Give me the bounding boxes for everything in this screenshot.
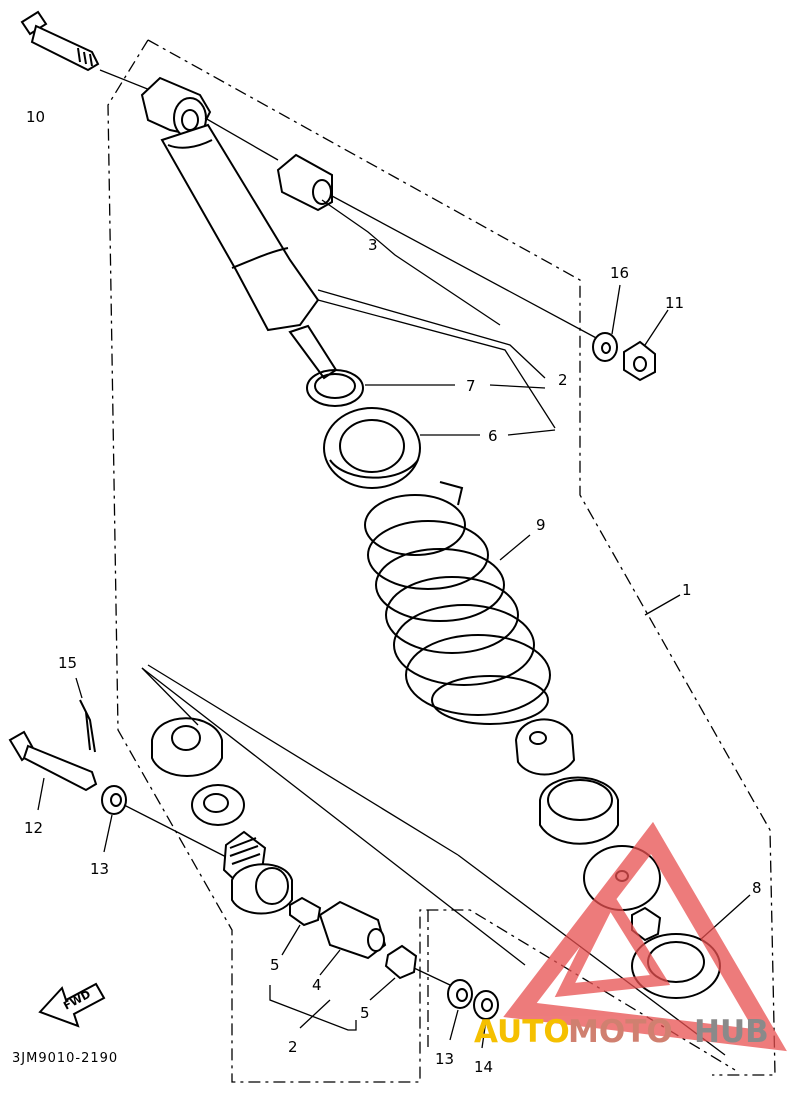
collar-3-upper xyxy=(276,153,333,212)
callout-14: 14 xyxy=(474,1058,493,1076)
bracket-5-right xyxy=(369,977,396,1001)
callout-3: 3 xyxy=(368,236,378,254)
diagram-code: 3JM9010-2190 xyxy=(12,1051,118,1066)
leader-2-upper xyxy=(317,289,546,379)
leader-16 xyxy=(611,284,621,335)
leader-11 xyxy=(644,309,669,346)
leader-12 xyxy=(37,777,45,811)
callout-8: 8 xyxy=(752,879,762,897)
callout-7: 7 xyxy=(466,377,476,395)
collar-13-left xyxy=(101,785,127,815)
leader-6-branch xyxy=(317,299,556,429)
cotter-pin-15 xyxy=(79,699,96,753)
callout-4: 4 xyxy=(312,976,322,994)
lower-mount-cap xyxy=(151,717,223,777)
fwd-arrow: FWD xyxy=(38,982,106,1028)
leader-6-right xyxy=(507,429,556,436)
collar-5-right xyxy=(384,944,418,980)
callout-15: 15 xyxy=(58,654,77,672)
leader-lower-axis-4 xyxy=(141,667,199,726)
callout-5-left: 5 xyxy=(270,956,280,974)
watermark-triangle-icon xyxy=(503,821,787,1052)
leader-9 xyxy=(499,534,531,561)
bolt-12 xyxy=(8,730,98,792)
leader-13-axis xyxy=(123,804,237,863)
watermark-word-2: MOTO xyxy=(568,1014,673,1050)
watermark-word-1: AUTO xyxy=(474,1014,570,1050)
leader-4 xyxy=(319,949,341,976)
callout-1: 1 xyxy=(682,581,692,599)
leader-7-right xyxy=(489,384,546,389)
nut-11 xyxy=(623,340,656,382)
collar-5-left xyxy=(289,896,322,927)
callout-16: 16 xyxy=(610,264,629,282)
callout-13-lower: 13 xyxy=(435,1050,454,1068)
leader-3 xyxy=(321,199,501,326)
leader-14-lower xyxy=(481,1019,487,1049)
leader-lower-axis xyxy=(141,667,526,966)
callout-12: 12 xyxy=(24,819,43,837)
leader-10 xyxy=(99,69,151,91)
leader-lower-axis-2 xyxy=(147,664,459,856)
washer-13-lower xyxy=(447,979,473,1009)
callout-6: 6 xyxy=(488,427,498,445)
lower-spring-seat-cup xyxy=(539,776,619,845)
washer-16 xyxy=(592,332,618,362)
circlip-7 xyxy=(306,369,364,407)
coil-spring-9 xyxy=(364,481,551,725)
spring-seat-6 xyxy=(323,407,421,489)
bushing-4 xyxy=(318,900,387,960)
bump-stop xyxy=(514,718,576,776)
watermark-logo xyxy=(503,821,787,1052)
leader-3-to-16 xyxy=(331,195,601,341)
callout-2-lower: 2 xyxy=(288,1038,298,1056)
bolt-10 xyxy=(20,10,100,72)
watermark-inner-triangle-icon xyxy=(554,887,671,998)
bracket-5-left xyxy=(281,924,301,956)
leader-1 xyxy=(644,594,681,616)
watermark-word-3: HUB xyxy=(694,1014,769,1050)
leader-15 xyxy=(75,677,83,699)
bracket-2-lower xyxy=(269,985,357,1031)
leader-collar-axis xyxy=(204,117,279,161)
shock-absorber-body xyxy=(160,123,338,380)
callout-13-left: 13 xyxy=(90,860,109,878)
watermark-text: AUTO MOTO HUB xyxy=(474,1014,769,1050)
leader-13-lower xyxy=(449,1009,459,1041)
callout-9: 9 xyxy=(536,516,546,534)
callout-5-right: 5 xyxy=(360,1004,370,1022)
lower-eye-threaded xyxy=(222,830,293,915)
callout-11: 11 xyxy=(665,294,684,312)
leader-2-lower xyxy=(299,999,331,1029)
leader-5-axis xyxy=(413,967,451,986)
lower-mount-washer xyxy=(191,784,245,826)
callout-2-upper: 2 xyxy=(558,371,568,389)
callout-10: 10 xyxy=(26,108,45,126)
washer-14-lower xyxy=(473,990,499,1020)
leader-13-left xyxy=(103,814,113,853)
